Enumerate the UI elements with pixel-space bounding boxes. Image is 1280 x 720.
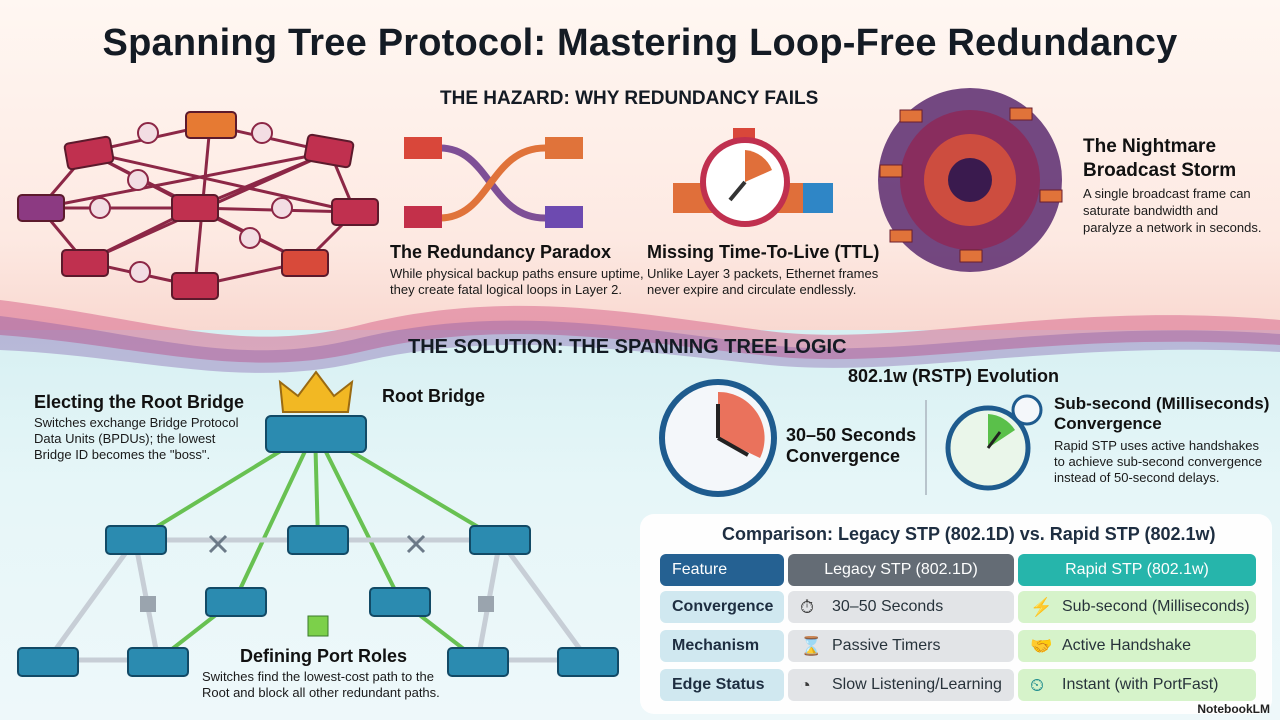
stopwatch-icon: ⏱ [800,597,815,617]
comparison-table: Comparison: Legacy STP (802.1D) vs. Rapi… [640,514,1272,714]
port-roles-text-1: Switches find the lowest-cost path to th… [202,669,434,684]
storm-text-1: A single broadcast frame can [1083,186,1251,201]
broadcast-storm-icon [878,88,1063,272]
root-bridge-label: Root Bridge [382,386,485,406]
comparison-title: Comparison: Legacy STP (802.1D) vs. Rapi… [722,524,1216,544]
hazard-heading: THE HAZARD: WHY REDUNDANCY FAILS [440,88,819,109]
hourglass-icon: ⌛ [800,636,823,656]
row-feature: Mechanism [660,630,784,662]
handshake-icon: 🤝 [1030,636,1053,656]
header-legacy: Legacy STP (802.1D) [788,554,1014,586]
legacy-convergence-line-1: 30–50 Seconds [786,425,917,445]
redundancy-paradox-icon [404,137,583,228]
storm-text-2: saturate bandwidth and [1083,203,1219,218]
port-roles-text-2: Root and block all other redundant paths… [202,685,440,700]
root-bridge-text-3: Bridge ID becomes the "boss". [34,447,211,462]
rapid-title-2: Convergence [1054,414,1162,433]
rapid-stopwatch-icon [945,394,1043,491]
header-feature: Feature [660,554,784,586]
root-bridge-text-1: Switches exchange Bridge Protocol [34,415,239,430]
row-legacy: ⏱ 30–50 Seconds [788,591,1014,623]
storm-text-3: paralyze a network in seconds. [1083,220,1262,235]
solution-heading: THE SOLUTION: THE SPANNING TREE LOGIC [408,336,847,358]
row-rapid: ⚡ Sub-second (Milliseconds) [1018,591,1256,623]
crown-icon [278,370,354,413]
rapid-text-1: Rapid STP uses active handshakes [1054,438,1259,453]
row-feature: Convergence [660,591,784,623]
mesh-network-diagram [17,111,379,300]
root-bridge-text-2: Data Units (BPDUs); the lowest [34,431,216,446]
storm-title-2: Broadcast Storm [1083,160,1237,181]
legacy-clock-icon [659,379,777,497]
storm-title-1: The Nightmare [1083,136,1217,157]
paradox-text-1: While physical backup paths ensure uptim… [390,266,644,281]
root-bridge-title: Electing the Root Bridge [34,392,245,412]
row-rapid-text: Active Handshake [1062,637,1191,654]
gauge-icon: ◔ [800,675,811,695]
header-rapid: Rapid STP (802.1w) [1018,554,1256,586]
rapid-text-3: instead of 50-second delays. [1054,470,1220,485]
row-legacy-text: Slow Listening/Learning [832,676,1002,693]
ttl-text-2: never expire and circulate endlessly. [647,282,857,297]
page-title: Spanning Tree Protocol: Mastering Loop-F… [102,22,1178,64]
paradox-title: The Redundancy Paradox [390,242,612,262]
row-feature: Edge Status [660,669,784,701]
legacy-convergence-line-2: Convergence [786,446,901,466]
row-legacy: ◔ Slow Listening/Learning [788,669,1014,701]
row-legacy-text: Passive Timers [832,637,941,654]
spanning-tree-diagram [17,370,619,677]
rstp-heading: 802.1w (RSTP) Evolution [848,366,1060,386]
ttl-timer-icon [673,128,833,227]
ttl-title: Missing Time-To-Live (TTL) [647,242,880,262]
port-roles-title: Defining Port Roles [240,646,408,666]
ttl-text-1: Unlike Layer 3 packets, Ethernet frames [647,266,879,281]
paradox-text-2: they create fatal logical loops in Layer… [390,282,622,297]
lightning-icon: ⚡ [1030,597,1053,617]
row-rapid: 🤝 Active Handshake [1018,630,1256,662]
row-legacy: ⌛ Passive Timers [788,630,1014,662]
row-legacy-text: 30–50 Seconds [832,598,944,615]
rapid-text-2: to achieve sub-second convergence [1054,454,1263,469]
brand-logo: NotebookLM [1197,702,1270,716]
row-rapid-text: Sub-second (Milliseconds) [1062,598,1250,615]
row-rapid-text: Instant (with PortFast) [1062,676,1219,693]
rapid-title-1: Sub-second (Milliseconds) [1054,394,1270,413]
row-rapid: ⏲ Instant (with PortFast) [1018,669,1256,701]
fast-timer-icon: ⏲ [1030,675,1045,695]
